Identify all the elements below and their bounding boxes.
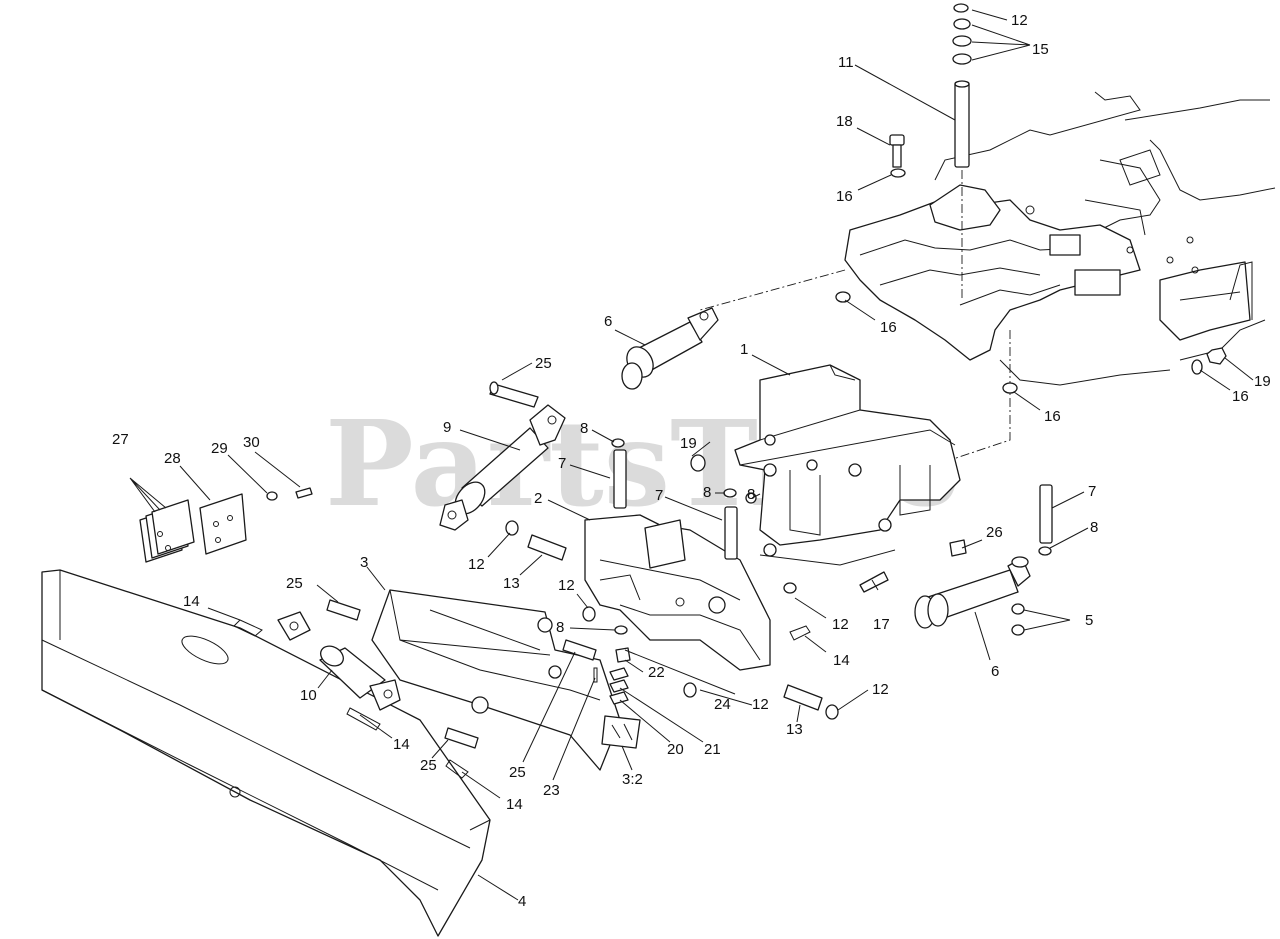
callout-25: 25 bbox=[535, 355, 552, 372]
nut-19-far bbox=[1206, 347, 1227, 365]
bolt-18 bbox=[889, 134, 906, 178]
callout-3: 3 bbox=[360, 554, 368, 571]
callout-8: 8 bbox=[580, 420, 588, 437]
callout-6: 6 bbox=[604, 313, 612, 330]
callout-27: 27 bbox=[112, 431, 129, 448]
callout-12: 12 bbox=[752, 696, 769, 713]
pin-25-left bbox=[326, 599, 361, 621]
cylinder-6-top bbox=[621, 307, 719, 390]
callout-3-2: 3:2 bbox=[622, 771, 643, 788]
tractor-frame bbox=[699, 91, 1276, 481]
callout-16: 16 bbox=[880, 319, 897, 336]
callout-15: 15 bbox=[1032, 41, 1049, 58]
pivot-bracket bbox=[584, 514, 771, 671]
callout-7: 7 bbox=[558, 455, 566, 472]
callout-17: 17 bbox=[873, 616, 890, 633]
callout-8: 8 bbox=[1090, 519, 1098, 536]
small-hardware bbox=[233, 438, 1052, 779]
callout-20: 20 bbox=[667, 741, 684, 758]
washer-16-far bbox=[1191, 359, 1203, 375]
callout-16: 16 bbox=[1044, 408, 1061, 425]
callout-12: 12 bbox=[872, 681, 889, 698]
callout-23: 23 bbox=[543, 782, 560, 799]
dozer-blade bbox=[41, 569, 491, 937]
leader-lines bbox=[129, 9, 1254, 901]
pin-7-left bbox=[613, 449, 627, 509]
callout-22: 22 bbox=[648, 664, 665, 681]
callout-4: 4 bbox=[518, 893, 526, 910]
pin-7-mid bbox=[724, 506, 738, 560]
callout-5: 5 bbox=[1085, 612, 1093, 629]
callout-24: 24 bbox=[714, 696, 731, 713]
callout-13: 13 bbox=[503, 575, 520, 592]
pin-25-mid bbox=[562, 639, 597, 661]
callout-6: 6 bbox=[991, 663, 999, 680]
callout-14: 14 bbox=[833, 652, 850, 669]
callout-7: 7 bbox=[1088, 483, 1096, 500]
callout-13: 13 bbox=[786, 721, 803, 738]
callout-2: 2 bbox=[534, 490, 542, 507]
callout-21: 21 bbox=[704, 741, 721, 758]
pin-7-right bbox=[1039, 484, 1053, 544]
callout-12: 12 bbox=[1011, 12, 1028, 29]
callout-12: 12 bbox=[832, 616, 849, 633]
washer-16-left bbox=[835, 291, 851, 303]
callout-25: 25 bbox=[509, 764, 526, 781]
callout-1: 1 bbox=[740, 341, 748, 358]
callout-8: 8 bbox=[703, 484, 711, 501]
pin-25-top bbox=[489, 381, 539, 408]
pivot-pin-stack bbox=[952, 3, 972, 300]
callout-19: 19 bbox=[1254, 373, 1271, 390]
callout-16: 16 bbox=[836, 188, 853, 205]
pin-13-upper bbox=[527, 534, 567, 561]
mount-bracket bbox=[734, 364, 961, 566]
callout-12: 12 bbox=[468, 556, 485, 573]
callout-7: 7 bbox=[655, 487, 663, 504]
callout-16: 16 bbox=[1232, 388, 1249, 405]
callout-14: 14 bbox=[393, 736, 410, 753]
callout-14: 14 bbox=[506, 796, 523, 813]
pin-13-lower bbox=[783, 684, 823, 711]
pin-25-bottom bbox=[444, 727, 479, 749]
push-frame bbox=[371, 589, 641, 771]
callout-14: 14 bbox=[183, 593, 200, 610]
callout-12: 12 bbox=[558, 577, 575, 594]
callout-19: 19 bbox=[680, 435, 697, 452]
callout-26: 26 bbox=[986, 524, 1003, 541]
blade-plates bbox=[139, 487, 313, 563]
callout-10: 10 bbox=[300, 687, 317, 704]
cylinder-9 bbox=[439, 404, 566, 531]
callout-8: 8 bbox=[556, 619, 564, 636]
washer-16-right bbox=[1002, 382, 1018, 394]
callout-29: 29 bbox=[211, 440, 228, 457]
callout-30: 30 bbox=[243, 434, 260, 451]
cylinder-10 bbox=[277, 611, 401, 711]
callout-18: 18 bbox=[836, 113, 853, 130]
callout-9: 9 bbox=[443, 419, 451, 436]
callout-28: 28 bbox=[164, 450, 181, 467]
callout-25: 25 bbox=[420, 757, 437, 774]
cylinder-6-bottom bbox=[914, 556, 1031, 629]
callout-8: 8 bbox=[747, 486, 755, 503]
callouts: 12 15 11 18 16 16 6 1 19 16 16 25 9 8 19… bbox=[112, 12, 1271, 910]
callout-11: 11 bbox=[838, 54, 854, 71]
callout-25: 25 bbox=[286, 575, 303, 592]
